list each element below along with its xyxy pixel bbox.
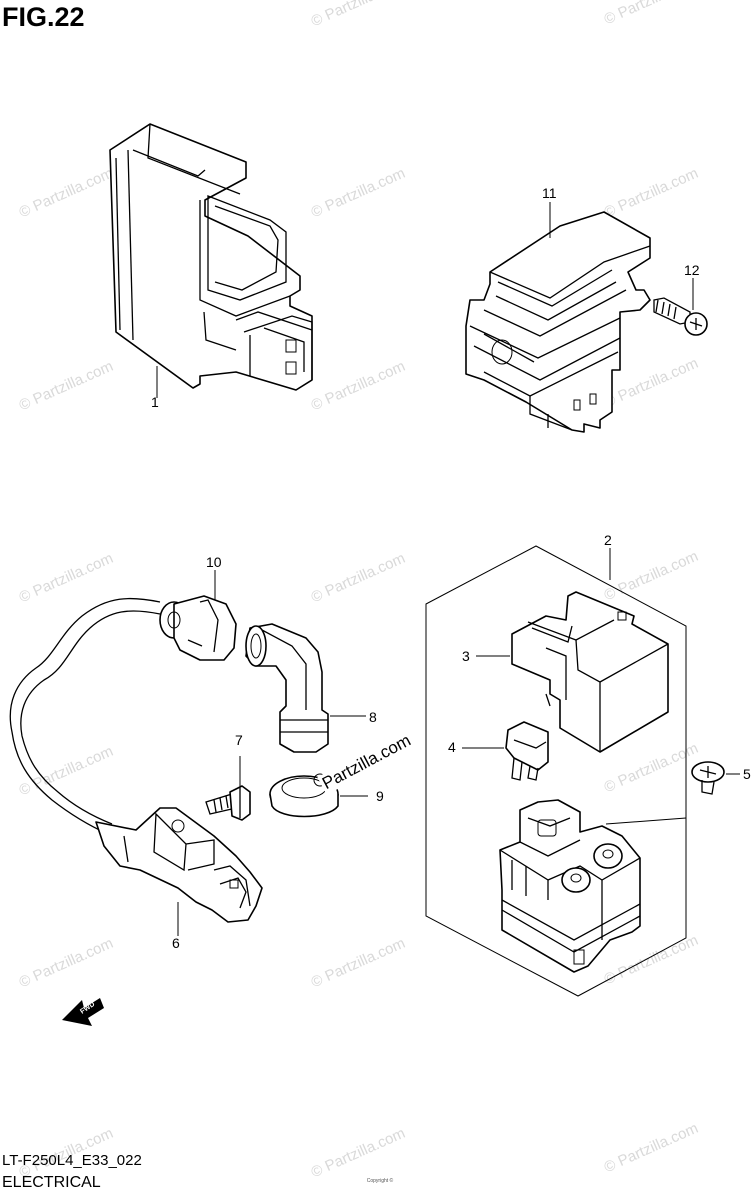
model-code: LT-F250L4_E33_022 (2, 1152, 142, 1169)
callout-5: 5 (743, 766, 751, 782)
part-9-seal[interactable] (269, 773, 339, 818)
part-7-bolt[interactable] (205, 785, 251, 821)
callout-2: 2 (604, 532, 612, 548)
callout-4: 4 (448, 739, 456, 755)
leader-line (605, 817, 687, 825)
part-11-regulator-rectifier[interactable] (465, 211, 651, 433)
part-2-starter-relay[interactable] (499, 799, 641, 973)
copyright-notice: Copyright © (366, 1178, 394, 1184)
callout-11: 11 (542, 185, 557, 201)
figure-title: FIG.22 (2, 2, 85, 32)
part-1-ignitor-unit[interactable] (109, 123, 313, 391)
part-12-bolt[interactable] (653, 297, 708, 336)
part-8-plug-cap[interactable] (245, 623, 329, 753)
part-3-cover[interactable] (511, 591, 669, 753)
part-2-frame (425, 545, 687, 997)
callout-8: 8 (369, 709, 377, 725)
callout-1: 1 (151, 394, 159, 410)
callout-6: 6 (172, 935, 180, 951)
callout-10: 10 (206, 554, 222, 570)
callout-3: 3 (462, 648, 470, 664)
section-name: ELECTRICAL (2, 1174, 101, 1191)
callout-9: 9 (376, 788, 384, 804)
callout-12: 12 (684, 262, 700, 278)
fwd-arrow-icon: FWD (62, 998, 104, 1026)
part-5-screw[interactable] (691, 761, 725, 795)
part-6-ignition-coil[interactable] (9, 597, 263, 923)
part-4-fuse[interactable] (505, 721, 549, 781)
part-10-grommet[interactable] (159, 595, 237, 661)
callout-7: 7 (235, 732, 243, 748)
